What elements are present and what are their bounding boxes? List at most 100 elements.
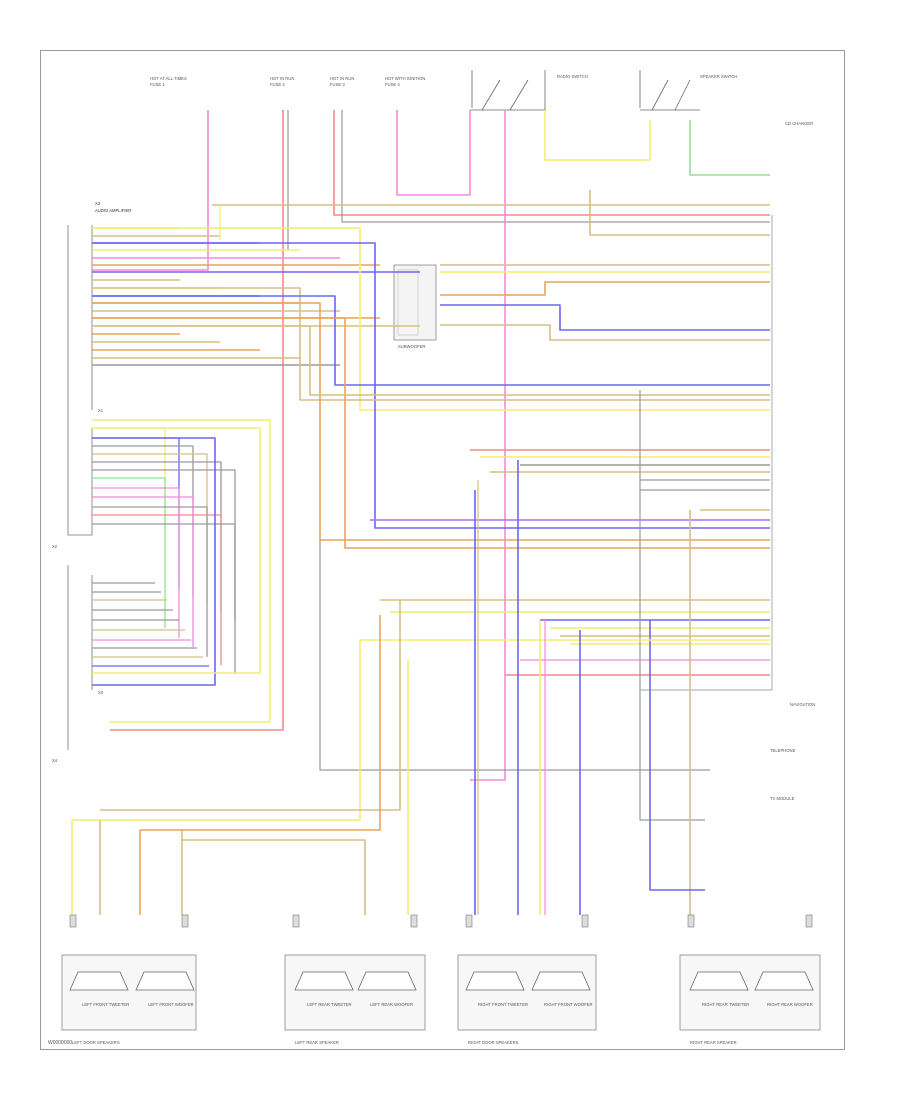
connector-x2: X2: [52, 544, 58, 549]
speaker-pin-3-1: [805, 914, 813, 928]
wire-34: [92, 302, 770, 541]
wire-55: [92, 514, 222, 665]
wire-44: [440, 324, 770, 341]
speaker-pin-3-0: [687, 914, 695, 928]
speaker-icon-3-0: [689, 971, 749, 991]
speaker-icon-3-1: [754, 971, 814, 991]
speaker-pin-2-0: [465, 914, 473, 928]
wire-37: [92, 325, 770, 396]
speaker-pin-1-1: [410, 914, 418, 928]
fuse-label-1: HOT AT ALL TIMES: [150, 76, 187, 81]
wire-50: [92, 469, 236, 620]
fuse-label-4: HOT WITH IGNITION: [385, 76, 425, 81]
wire-48: [92, 453, 208, 604]
speaker-group-2: RIGHT FRONT TWEETER RIGHT FRONT WOOFER RIG…: [457, 914, 597, 1045]
wire-10: [544, 110, 651, 161]
speaker-pin-0-1: [181, 914, 189, 928]
wire-45: [92, 427, 166, 578]
speaker-pin-0-0: [69, 914, 77, 928]
wire-33: [92, 287, 770, 401]
speaker-label-2-0: RIGHT FRONT TWEETER: [478, 1002, 528, 1007]
wire-6: [396, 110, 471, 196]
wire-53: [92, 496, 194, 647]
speaker-pin-1-0: [292, 914, 300, 928]
speaker-icon-1-0: [294, 971, 354, 991]
wire-57: [92, 437, 216, 686]
wire-42: [440, 281, 770, 296]
left-connector-blocks: [67, 225, 93, 750]
wire-52: [92, 487, 180, 638]
speaker-label-1-0: LEFT REAR TWEETER: [307, 1002, 352, 1007]
speaker-icon-0-1: [135, 971, 195, 991]
diagram-code: W0000000: [48, 1040, 73, 1046]
fuse-value-2: FUSE 2: [270, 82, 285, 87]
wire-35: [92, 295, 770, 386]
speaker-icon-2-0: [465, 971, 525, 991]
wire-47: [92, 445, 194, 596]
wire-59: [92, 419, 271, 723]
speaker-group-box-3: [679, 954, 821, 1031]
right-label-1: CD CHANGER: [785, 121, 813, 126]
speaker-icon-2-1: [531, 971, 591, 991]
speaker-group-name-2: RIGHT DOOR SPEAKERS: [468, 1040, 519, 1045]
wire-0: [92, 110, 209, 271]
right-label-2: NAVIGATION: [790, 702, 815, 707]
wire-11: [689, 120, 770, 176]
fuse-value-1: FUSE 1: [150, 82, 165, 87]
wire-56: [92, 523, 236, 674]
wire-36: [92, 317, 770, 549]
wire-87: [639, 390, 705, 821]
left-connector-name: X3: [95, 201, 101, 206]
fuse-value-4: FUSE 4: [385, 82, 400, 87]
wire-97: [182, 839, 366, 915]
wire-43: [440, 304, 770, 331]
right-connector: [639, 215, 773, 691]
top-switches: [470, 70, 700, 111]
subwoofer-module: SUBWOOFER: [393, 264, 437, 349]
wires: [71, 110, 770, 915]
connector-x1: X1: [98, 408, 104, 413]
wire-46: [92, 437, 180, 588]
speaker-icon-0-0: [69, 971, 129, 991]
speaker-pin-2-1: [581, 914, 589, 928]
connector-x4: X4: [52, 758, 58, 763]
wire-4: [333, 110, 770, 216]
right-label-4: TV MODULE: [770, 796, 795, 801]
connector-x3: X3: [98, 690, 104, 695]
speaker-group-box-2: [457, 954, 597, 1031]
speaker-group-name-0: LEFT DOOR SPEAKERS: [72, 1040, 120, 1045]
speaker-group-1: LEFT REAR TWEETER LEFT REAR WOOFER LEFT RE…: [284, 914, 426, 1045]
wire-54: [92, 506, 208, 657]
speaker-label-0-1: LEFT FRONT WOOFER: [148, 1002, 194, 1007]
wire-95: [100, 600, 401, 811]
right-label-3: TELEPHONE: [770, 748, 796, 753]
wire-96: [140, 615, 381, 831]
wire-2: [110, 110, 284, 731]
speaker-group-name-1: LEFT REAR SPEAKER: [295, 1040, 339, 1045]
left-connector-label: AUDIO AMPLIFIER: [95, 208, 131, 213]
wire-51: [92, 477, 166, 628]
speaker-label-3-1: RIGHT REAR WOOFER: [767, 1002, 813, 1007]
wire-31: [92, 227, 770, 411]
top-fuse-labels: HOT AT ALL TIMES FUSE 1 HOT IN RUN FUSE …: [150, 76, 425, 87]
speaker-icon-1-1: [357, 971, 417, 991]
fuse-value-3: FUSE 3: [330, 82, 345, 87]
speakers: LEFT FRONT TWEETER LEFT FRONT WOOFER LEFT …: [61, 914, 821, 1045]
switch-label-1: RADIO SWITCH: [557, 74, 588, 79]
diagram-frame: [40, 50, 845, 1050]
wire-89: [649, 620, 705, 891]
subwoofer-label: SUBWOOFER: [398, 344, 425, 349]
fuse-label-2: HOT IN RUN: [270, 76, 294, 81]
wire-5: [341, 110, 770, 223]
speaker-group-name-3: RIGHT REAR SPEAKER: [690, 1040, 737, 1045]
fuse-label-3: HOT IN RUN: [330, 76, 354, 81]
speaker-label-2-1: RIGHT FRONT WOOFER: [544, 1002, 592, 1007]
speaker-label-1-1: LEFT REAR WOOFER: [370, 1002, 413, 1007]
switch-label-2: SPEAKER SWITCH: [700, 74, 737, 79]
wire-49: [92, 461, 222, 612]
speaker-label-0-0: LEFT FRONT TWEETER: [82, 1002, 129, 1007]
speaker-group-box-0: [61, 954, 197, 1031]
wire-7: [470, 110, 506, 781]
